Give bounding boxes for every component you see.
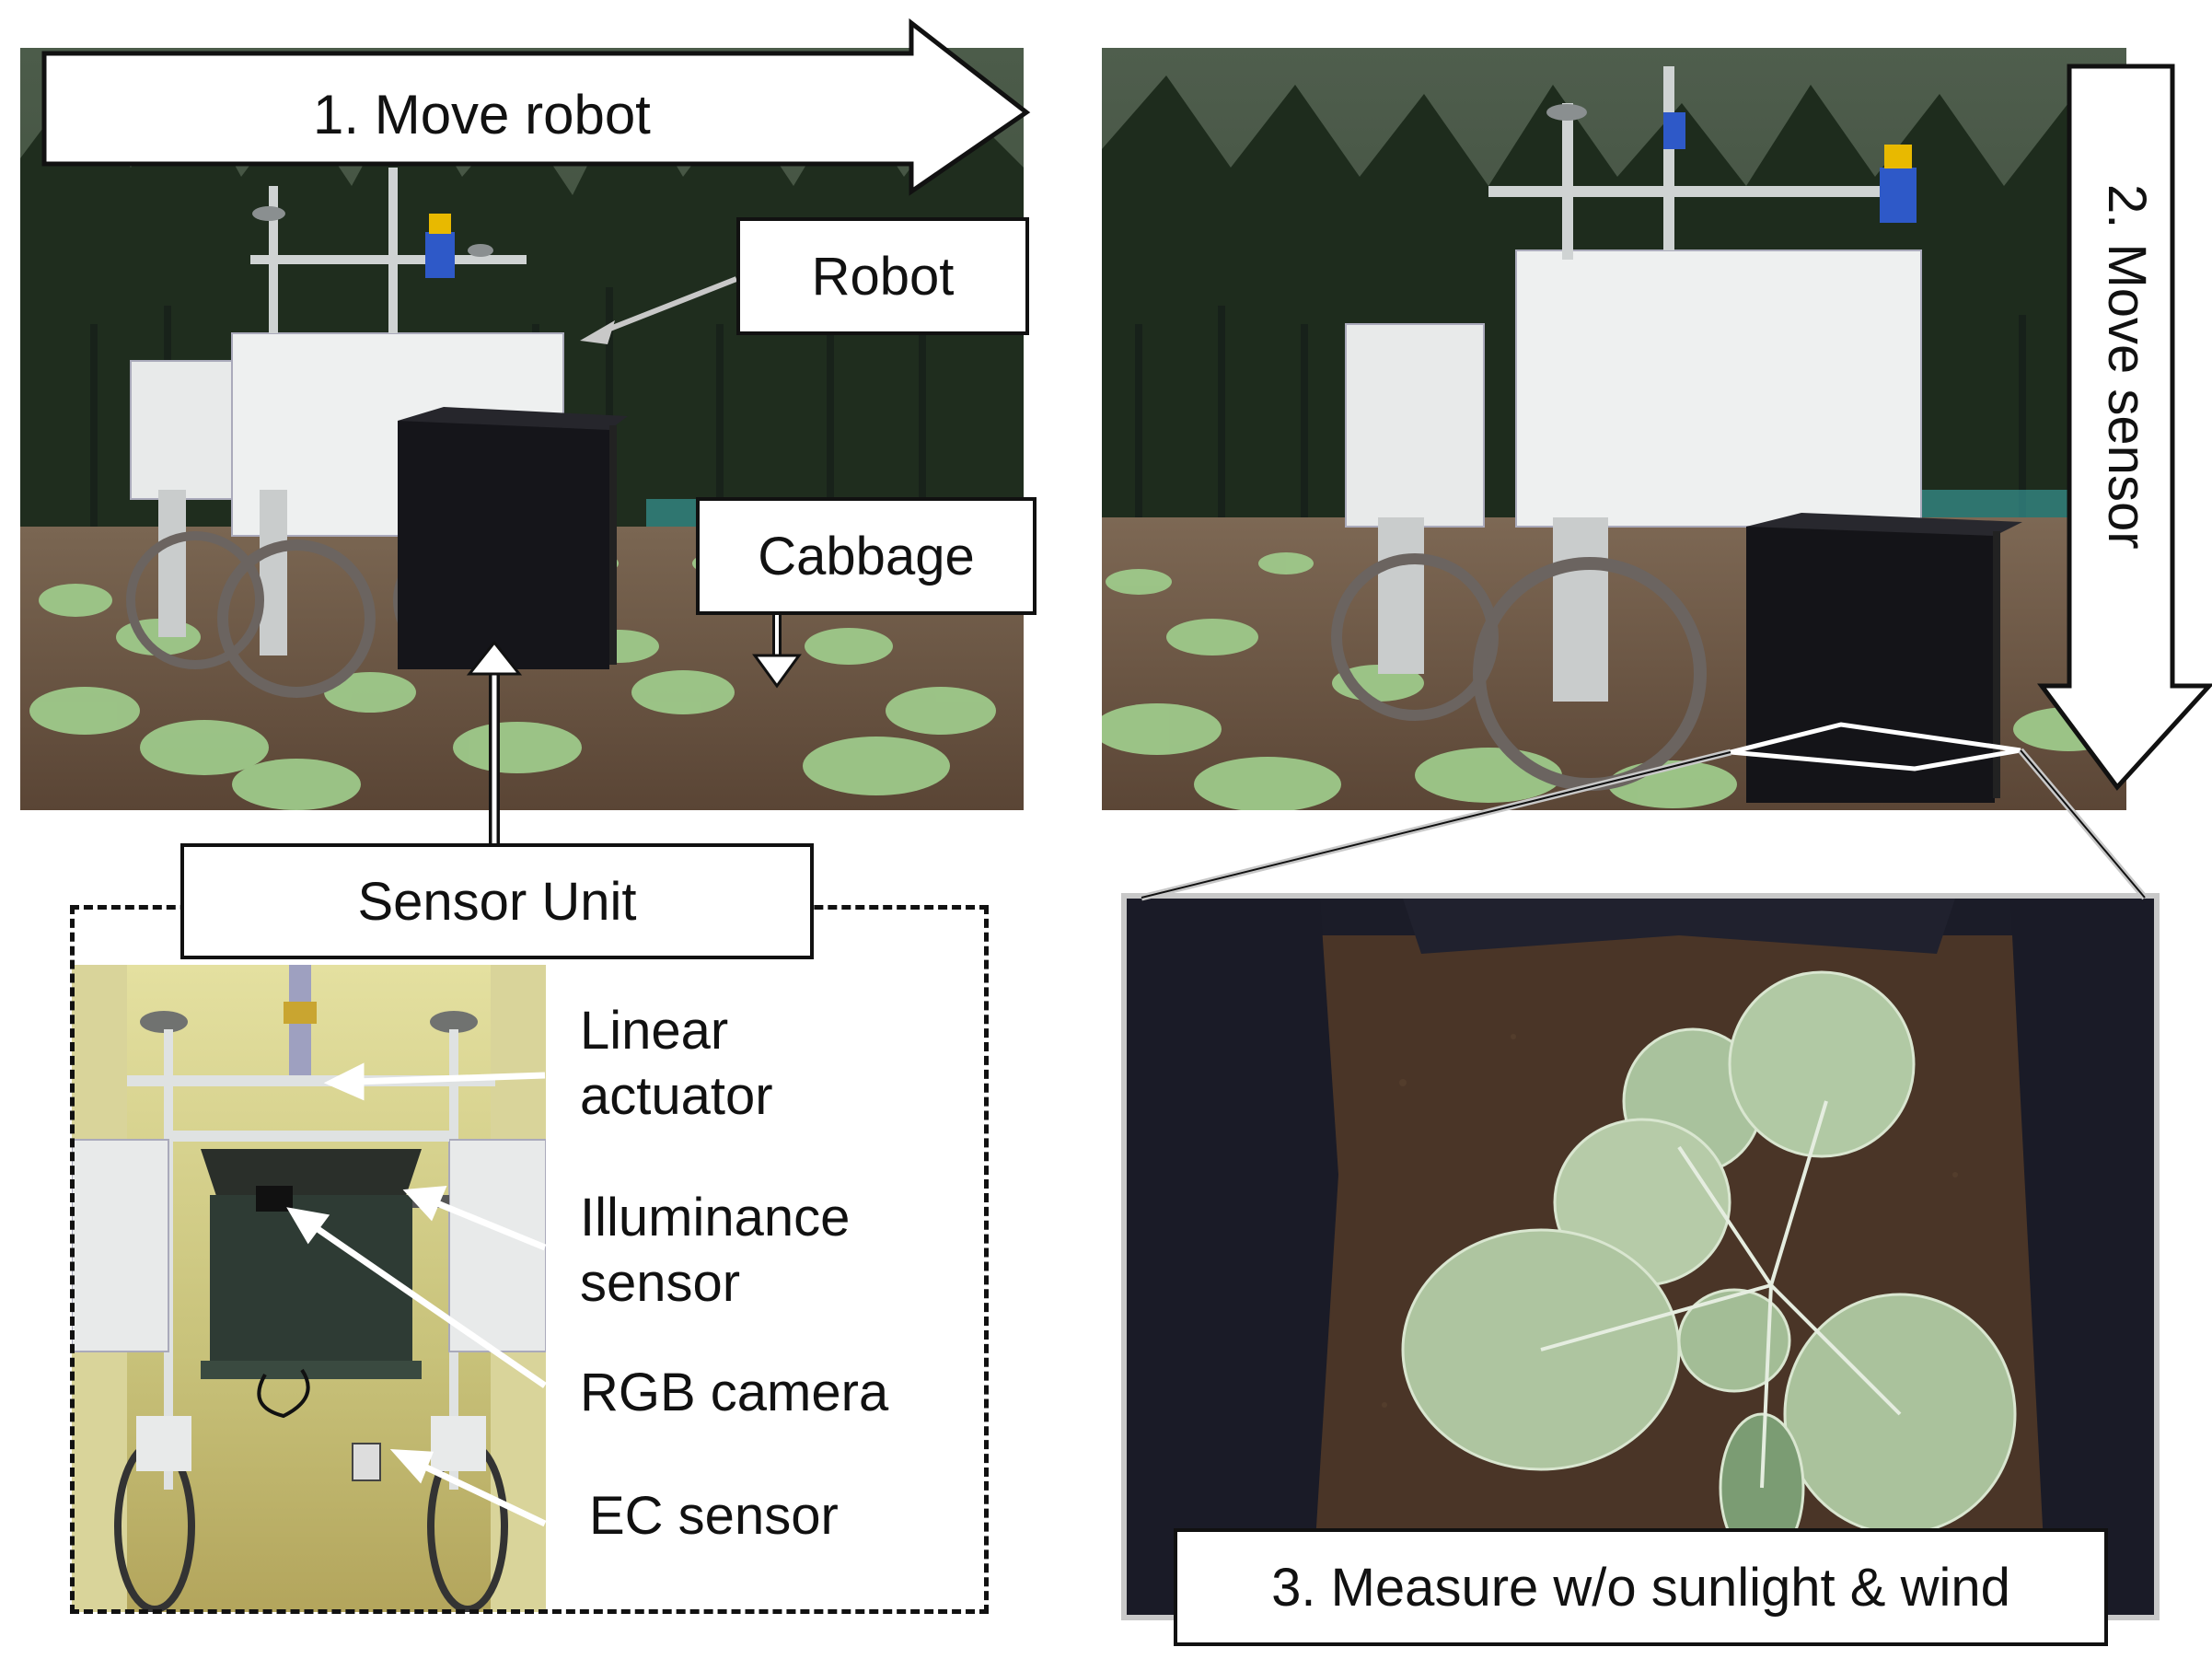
sensor-unit-callout: Sensor Unit (180, 843, 814, 959)
illuminance-line-1: Illuminance (580, 1188, 851, 1247)
step-3-label: 3. Measure w/o sunlight & wind (1174, 1528, 2108, 1646)
ec-sensor-pointer (417, 1460, 547, 1527)
linear-actuator-line-1: Linear (580, 1001, 729, 1061)
robot-callout: Robot (736, 217, 1029, 335)
step-2-label: 2. Move sensor (2096, 184, 2157, 550)
move-sensor-arrow (2037, 64, 2212, 791)
photo-sensor-lowered (1102, 48, 2126, 810)
cabbage-callout: Cabbage (696, 497, 1037, 615)
rgb-camera-pointer (309, 1222, 547, 1388)
rgb-camera-label: RGB camera (580, 1363, 889, 1422)
linear-actuator-pointer (353, 1072, 546, 1085)
illuminance-line-2: sensor (580, 1252, 741, 1313)
step-1-label: 1. Move robot (313, 84, 651, 145)
ec-sensor-label: EC sensor (589, 1486, 839, 1546)
illuminance-pointer (431, 1198, 547, 1251)
linear-actuator-label: Linear actuator (580, 999, 773, 1130)
illuminance-sensor-label: Illuminance sensor (580, 1186, 850, 1317)
zoom-indicator (1730, 722, 2021, 771)
photo-top-down-cabbage (1121, 893, 2160, 1620)
move-robot-arrow (41, 17, 1031, 196)
robot-pointer-arrow (596, 276, 738, 336)
linear-actuator-line-2: actuator (580, 1065, 773, 1126)
